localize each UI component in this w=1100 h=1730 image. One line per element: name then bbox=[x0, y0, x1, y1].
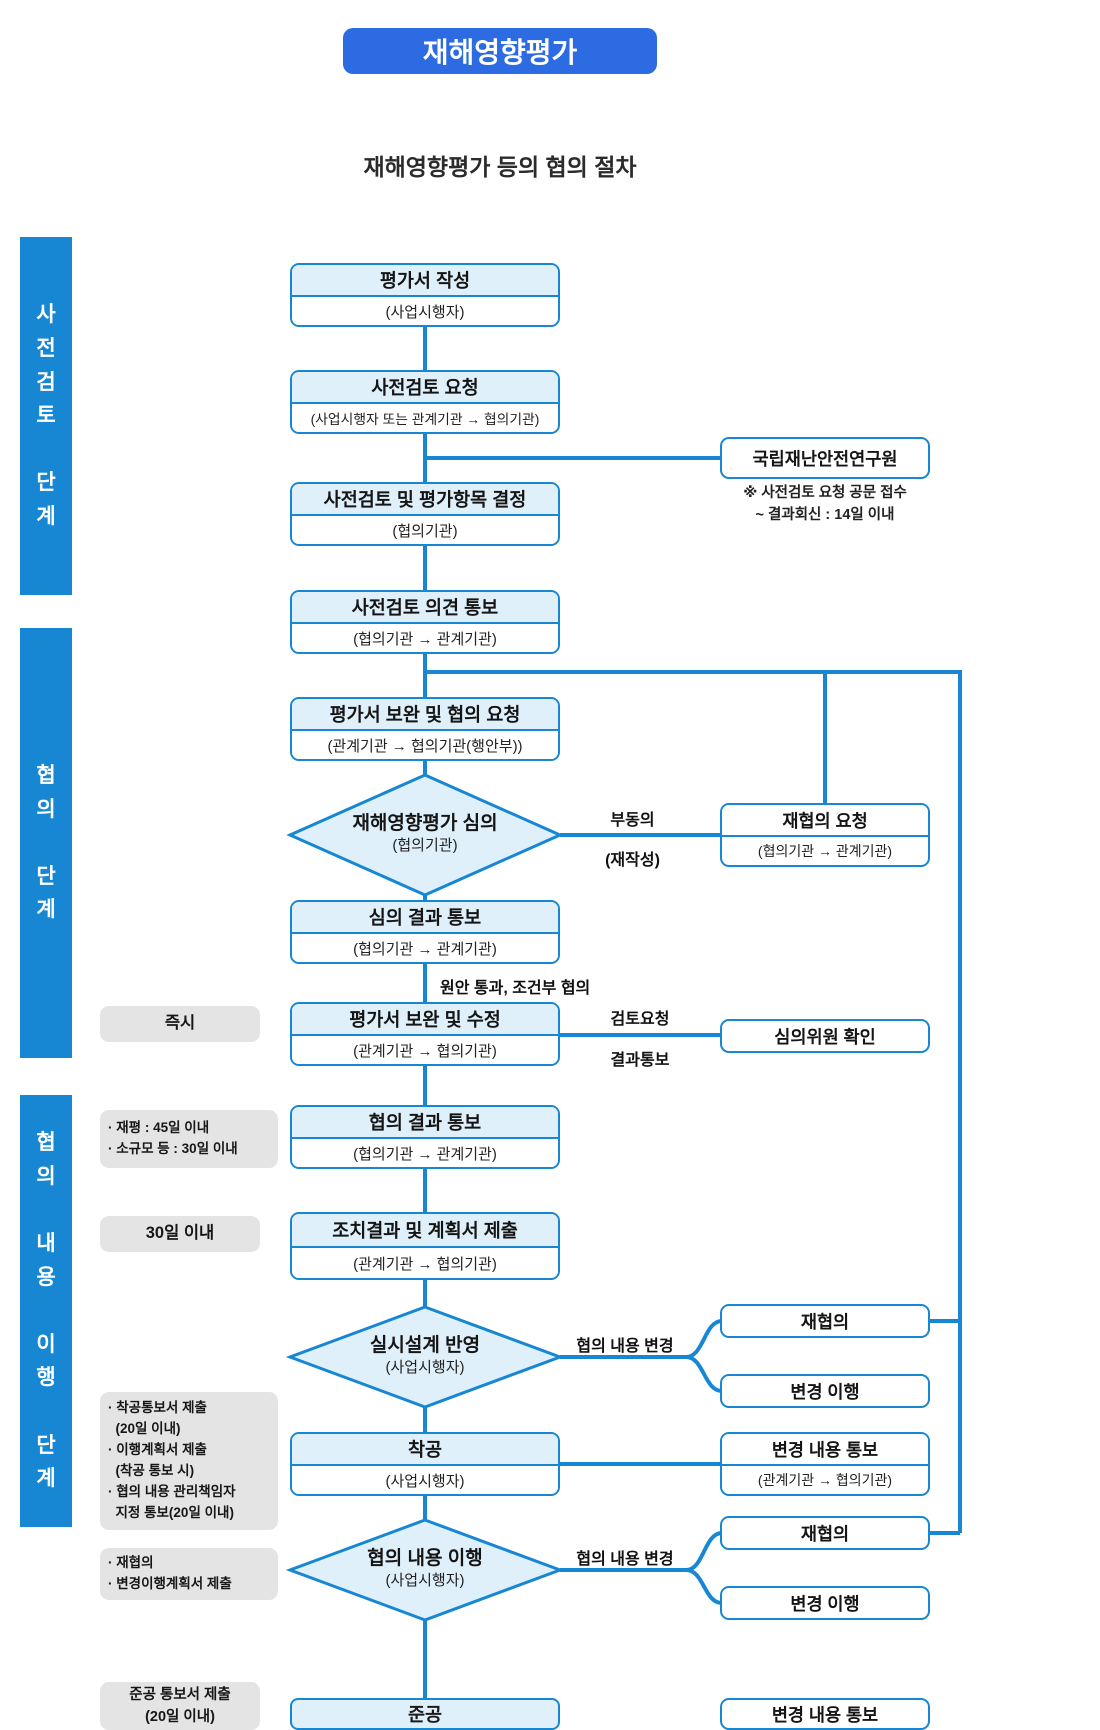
diamond-design: 실시설계 반영 (사업시행자) bbox=[290, 1334, 560, 1377]
ndmi-note-line1: ※ 사전검토 요청 공문 접수 bbox=[743, 485, 907, 501]
page-subtitle: 재해영향평가 등의 협의 절차 bbox=[363, 154, 637, 180]
flow-box-consult-request-actor: (관계기관 → 협의기관(행안부)) bbox=[292, 731, 558, 759]
edge-label-review-request: 검토요청 bbox=[610, 1011, 670, 1028]
note-30days: 30일 이내 bbox=[100, 1216, 260, 1252]
side-box-change-notice-2-title: 변경 내용 통보 bbox=[771, 1704, 879, 1725]
connector-fork2-up bbox=[685, 1531, 723, 1572]
diamond-design-actor: (사업시행자) bbox=[385, 1358, 465, 1376]
diamond-implementation-actor: (사업시행자) bbox=[385, 1571, 465, 1589]
flow-box-report-revision-title: 평가서 보완 및 수정 bbox=[292, 1004, 558, 1037]
diamond-review-title: 재해영향평가 심의 bbox=[352, 813, 498, 834]
flow-box-report-revision-actor: (관계기관 → 협의기관) bbox=[292, 1036, 558, 1064]
note-construction-docs: · 착공통보서 제출 (20일 이내) · 이행계획서 제출 (착공 통보 시)… bbox=[100, 1392, 278, 1530]
edge-label-rewrite: (재작성) bbox=[605, 852, 660, 869]
connector-fork1-down bbox=[685, 1355, 723, 1393]
flow-box-consult-result: 협의 결과 통보 (협의기관 → 관계기관) bbox=[290, 1105, 560, 1169]
diamond-design-title: 실시설계 반영 bbox=[369, 1335, 481, 1356]
flow-box-completion-title: 준공 bbox=[407, 1704, 443, 1725]
side-box-reconsult-1: 재협의 bbox=[720, 1304, 930, 1338]
side-box-committee-check-title: 심의위원 확인 bbox=[774, 1026, 876, 1047]
note-reconsult-plan: · 재협의 · 변경이행계획서 제출 bbox=[100, 1548, 278, 1600]
flow-box-prereview-opinion-actor: (협의기관 → 관계기관) bbox=[292, 624, 558, 652]
side-box-change-impl-2: 변경 이행 bbox=[720, 1586, 930, 1620]
flow-box-consult-request: 평가서 보완 및 협의 요청 (관계기관 → 협의기관(행안부)) bbox=[290, 697, 560, 761]
flow-box-consult-result-title: 협의 결과 통보 bbox=[292, 1107, 558, 1140]
side-box-committee-check: 심의위원 확인 bbox=[720, 1019, 930, 1053]
flow-box-prereview-request-actor: (사업시행자 또는 관계기관 → 협의기관) bbox=[292, 404, 558, 432]
note-immediate: 즉시 bbox=[100, 1006, 260, 1042]
side-box-reconsult-request-title: 재협의 요청 bbox=[722, 805, 928, 838]
side-box-change-notice-1: 변경 내용 통보 (관계기관 → 협의기관) bbox=[720, 1432, 930, 1496]
side-box-change-impl-1: 변경 이행 bbox=[720, 1374, 930, 1408]
diamond-review-actor: (협의기관) bbox=[392, 836, 458, 854]
flow-box-prereview-decision-actor: (협의기관) bbox=[292, 516, 558, 544]
diamond-implementation-title: 협의 내용 이행 bbox=[367, 1548, 483, 1569]
side-box-change-notice-1-actor: (관계기관 → 협의기관) bbox=[757, 1472, 893, 1489]
diamond-review: 재해영향평가 심의 (협의기관) bbox=[290, 812, 560, 855]
flow-box-write-report-title: 평가서 작성 bbox=[292, 265, 558, 298]
stage-bar-implementation-label: 협 의 내 용 이 행 단 계 bbox=[36, 1131, 56, 1491]
diamond-implementation: 협의 내용 이행 (사업시행자) bbox=[290, 1547, 560, 1590]
page-title-badge: 재해영향평가 bbox=[343, 28, 657, 74]
flow-box-review-result-title: 심의 결과 통보 bbox=[292, 902, 558, 935]
flow-box-write-report-actor: (사업시행자) bbox=[292, 297, 558, 325]
flow-box-construction-start: 착공 (사업시행자) bbox=[290, 1432, 560, 1496]
flow-box-action-plan-title: 조치결과 및 계획서 제출 bbox=[292, 1214, 558, 1249]
flow-box-prereview-opinion: 사전검토 의견 통보 (협의기관 → 관계기관) bbox=[290, 590, 560, 654]
edge-label-pass: 원안 통과, 조건부 협의 bbox=[440, 980, 591, 997]
ndmi-note-line2: ~ 결과회신 : 14일 이내 bbox=[755, 506, 895, 523]
edge-label-disagree: 부동의 bbox=[610, 812, 655, 829]
edge-label-result-notice: 결과통보 bbox=[610, 1052, 670, 1069]
flow-box-review-result-actor: (협의기관 → 관계기관) bbox=[292, 934, 558, 962]
flow-box-completion: 준공 bbox=[290, 1698, 560, 1730]
flow-box-prereview-decision-title: 사전검토 및 평가항목 결정 bbox=[292, 484, 558, 517]
stage-bar-implementation: 협 의 내 용 이 행 단 계 bbox=[20, 1095, 72, 1527]
flow-box-construction-start-actor: (사업시행자) bbox=[292, 1466, 558, 1494]
ndmi-note: ※ 사전검토 요청 공문 접수 ~ 결과회신 : 14일 이내 bbox=[712, 483, 938, 527]
side-box-ndmi-title: 국립재난안전연구원 bbox=[752, 448, 898, 469]
side-box-reconsult-1-title: 재협의 bbox=[800, 1311, 850, 1332]
note-reassessment-days: · 재평 : 45일 이내 · 소규모 등 : 30일 이내 bbox=[100, 1110, 278, 1168]
flow-box-prereview-request: 사전검토 요청 (사업시행자 또는 관계기관 → 협의기관) bbox=[290, 370, 560, 434]
side-box-change-notice-2: 변경 내용 통보 bbox=[720, 1698, 930, 1730]
flow-box-consult-request-title: 평가서 보완 및 협의 요청 bbox=[292, 699, 558, 732]
connector-feedback-right bbox=[425, 670, 962, 1533]
stage-bar-pre-review: 사 전 검 토 단 계 bbox=[20, 237, 72, 595]
side-box-change-impl-1-title: 변경 이행 bbox=[790, 1381, 860, 1402]
flow-box-consult-result-actor: (협의기관 → 관계기관) bbox=[292, 1139, 558, 1167]
flow-box-prereview-decision: 사전검토 및 평가항목 결정 (협의기관) bbox=[290, 482, 560, 546]
flow-box-prereview-request-title: 사전검토 요청 bbox=[292, 372, 558, 405]
stage-bar-pre-review-label: 사 전 검 토 단 계 bbox=[36, 303, 56, 528]
connector-fork2-down bbox=[685, 1568, 723, 1605]
connector-fork1-up bbox=[685, 1319, 723, 1359]
stage-bar-consultation: 협 의 단 계 bbox=[20, 628, 72, 1058]
note-immediate-line: 즉시 bbox=[164, 1014, 196, 1033]
diamond-implementation-shape bbox=[285, 1518, 565, 1622]
side-box-change-impl-2-title: 변경 이행 bbox=[790, 1593, 860, 1614]
side-box-reconsult-2: 재협의 bbox=[720, 1516, 930, 1550]
side-box-ndmi: 국립재난안전연구원 bbox=[720, 437, 930, 479]
side-box-reconsult-2-title: 재협의 bbox=[800, 1523, 850, 1544]
flow-box-action-plan-actor: (관계기관 → 협의기관) bbox=[292, 1248, 558, 1278]
flow-box-review-result: 심의 결과 통보 (협의기관 → 관계기관) bbox=[290, 900, 560, 964]
diamond-review-shape bbox=[286, 773, 564, 897]
note-30days-line: 30일 이내 bbox=[145, 1224, 215, 1243]
flow-box-report-revision: 평가서 보완 및 수정 (관계기관 → 협의기관) bbox=[290, 1002, 560, 1066]
diamond-design-shape bbox=[285, 1305, 565, 1409]
note-completion-notice: 준공 통보서 제출 (20일 이내) bbox=[100, 1682, 260, 1730]
flow-box-write-report: 평가서 작성 (사업시행자) bbox=[290, 263, 560, 327]
flow-box-action-plan: 조치결과 및 계획서 제출 (관계기관 → 협의기관) bbox=[290, 1212, 560, 1280]
side-box-reconsult-request-actor: (협의기관 → 관계기관) bbox=[757, 843, 893, 860]
flow-box-construction-start-title: 착공 bbox=[292, 1434, 558, 1467]
stage-bar-consultation-label: 협 의 단 계 bbox=[36, 764, 56, 922]
edge-label-change-2: 협의 내용 변경 bbox=[576, 1551, 674, 1568]
side-box-change-notice-1-title: 변경 내용 통보 bbox=[722, 1434, 928, 1467]
edge-label-change-1: 협의 내용 변경 bbox=[576, 1338, 674, 1355]
side-box-reconsult-request: 재협의 요청 (협의기관 → 관계기관) bbox=[720, 803, 930, 867]
flow-box-prereview-opinion-title: 사전검토 의견 통보 bbox=[292, 592, 558, 625]
